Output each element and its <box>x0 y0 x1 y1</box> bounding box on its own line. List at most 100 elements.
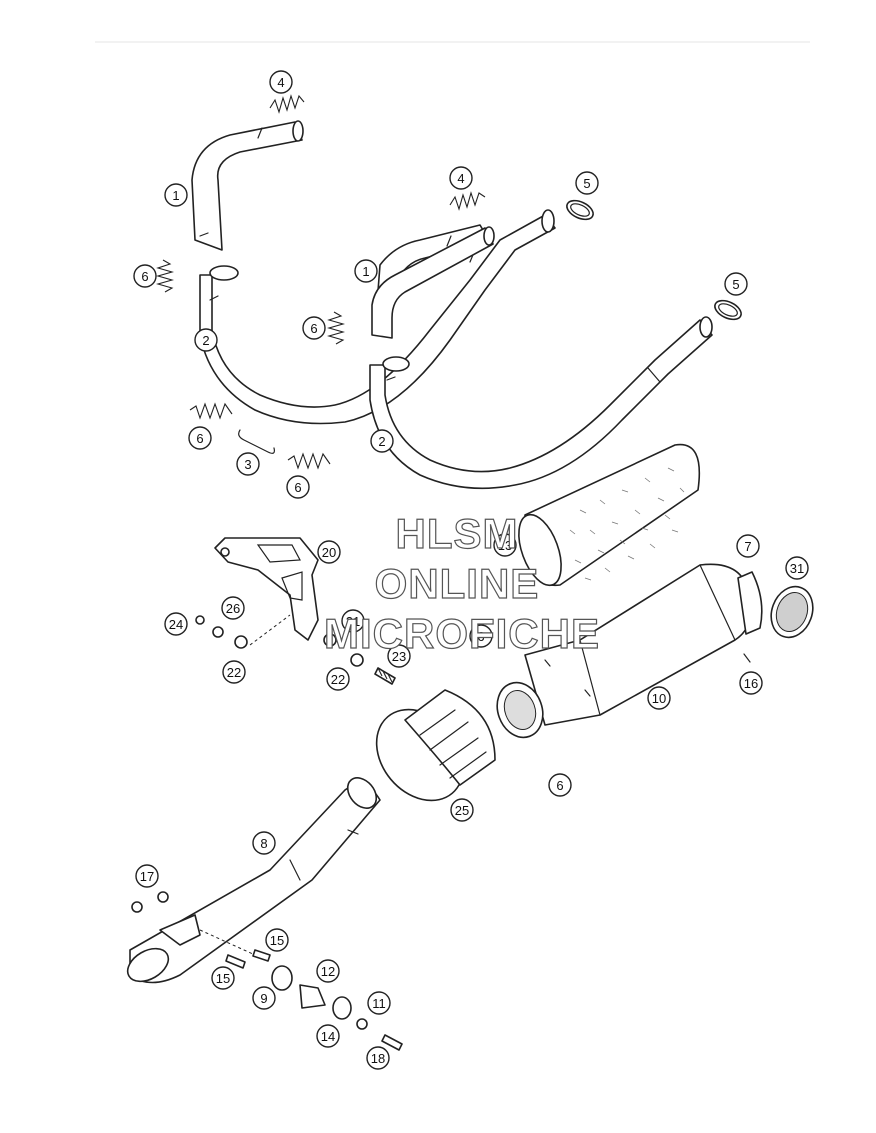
callout-6: 6 <box>302 316 326 340</box>
callout-circle <box>316 959 340 983</box>
callout-1: 1 <box>164 183 188 207</box>
clamp-5-top <box>566 199 594 221</box>
callout-circle <box>354 259 378 283</box>
callout-7: 7 <box>736 534 760 558</box>
callout-circle <box>326 667 350 691</box>
callout-label: 6 <box>294 480 301 495</box>
callout-circle <box>469 624 493 648</box>
callout-13: 13 <box>493 533 517 557</box>
callout-label: 4 <box>277 75 284 90</box>
callout-circle <box>236 452 260 476</box>
callout-label: 7 <box>744 539 751 554</box>
callout-circle <box>221 596 245 620</box>
callout-label: 11 <box>372 996 386 1011</box>
spring-6-center <box>326 311 346 345</box>
watermark-line-1: HLSM <box>396 510 519 557</box>
callout-circle <box>575 171 599 195</box>
callout-4: 4 <box>449 166 473 190</box>
silencer-packing-13 <box>518 443 701 587</box>
callout-24: 24 <box>164 612 188 636</box>
callout-label: 13 <box>498 538 512 553</box>
callout-circle <box>252 831 276 855</box>
callout-5: 5 <box>724 272 748 296</box>
callout-circle <box>739 671 763 695</box>
callout-label: 6 <box>477 629 484 644</box>
callout-6: 6 <box>469 624 493 648</box>
callout-circle <box>370 429 394 453</box>
callout-label: 5 <box>732 277 739 292</box>
callout-circle <box>164 183 188 207</box>
callout-6: 6 <box>188 426 212 450</box>
callout-6: 6 <box>133 264 157 288</box>
spring-6-lower-right <box>287 452 331 470</box>
callout-circle <box>265 928 289 952</box>
callout-circle <box>302 316 326 340</box>
header-pipe-1-left <box>191 120 304 251</box>
muffler-10 <box>496 563 763 739</box>
callout-label: 31 <box>790 561 804 576</box>
callout-circle <box>449 166 473 190</box>
callout-circle <box>548 773 572 797</box>
callout-4: 4 <box>269 70 293 94</box>
callout-6: 6 <box>286 475 310 499</box>
callout-5: 5 <box>575 171 599 195</box>
callout-16: 16 <box>739 671 763 695</box>
hook-3 <box>238 429 275 454</box>
callout-circle <box>387 644 411 668</box>
callout-14: 14 <box>316 1024 340 1048</box>
callout-circle <box>367 991 391 1015</box>
watermark: HLSM ONLINE MICROFICHE <box>323 509 600 657</box>
callout-31: 31 <box>785 556 809 580</box>
header-pipe-1-right <box>371 226 495 339</box>
callout-circle <box>724 272 748 296</box>
callout-circle <box>785 556 809 580</box>
callout-circle <box>222 660 246 684</box>
callout-2: 2 <box>194 328 218 352</box>
callout-label: 1 <box>172 188 179 203</box>
callout-8: 8 <box>252 831 276 855</box>
callout-18: 18 <box>366 1046 390 1070</box>
callout-label: 15 <box>270 933 284 948</box>
callout-label: 16 <box>744 676 758 691</box>
callout-22: 22 <box>326 667 350 691</box>
callout-circle <box>252 986 276 1010</box>
callout-label: 22 <box>331 672 345 687</box>
callout-15: 15 <box>211 966 235 990</box>
fasteners-20-group <box>195 614 396 685</box>
callout-circle <box>269 70 293 94</box>
callout-circle <box>647 686 671 710</box>
callout-label: 1 <box>362 264 369 279</box>
clamp-5-right <box>714 299 742 321</box>
bracket-20 <box>214 537 319 641</box>
callout-9: 9 <box>252 986 276 1010</box>
callout-label: 3 <box>244 457 251 472</box>
callout-circle <box>341 609 365 633</box>
down-pipe-2-right <box>369 316 713 490</box>
callout-label: 12 <box>321 964 335 979</box>
callout-15: 15 <box>265 928 289 952</box>
callout-3: 3 <box>236 452 260 476</box>
callout-label: 4 <box>457 171 464 186</box>
end-cap-31 <box>770 585 814 639</box>
heat-shield-25 <box>375 689 496 802</box>
callout-label: 17 <box>140 869 154 884</box>
callout-26: 26 <box>221 596 245 620</box>
callout-circle <box>133 264 157 288</box>
callout-circle <box>135 864 159 888</box>
callout-23: 23 <box>387 644 411 668</box>
callout-label: 6 <box>556 778 563 793</box>
callout-10: 10 <box>647 686 671 710</box>
watermark-line-3: MICROFICHE <box>324 610 600 657</box>
callout-label: 21 <box>346 614 360 629</box>
callout-label: 6 <box>310 321 317 336</box>
callout-circle <box>493 533 517 557</box>
callout-label: 6 <box>141 269 148 284</box>
callout-label: 6 <box>196 431 203 446</box>
callout-12: 12 <box>316 959 340 983</box>
callout-22: 22 <box>222 660 246 684</box>
callout-label: 18 <box>371 1051 385 1066</box>
callout-label: 2 <box>378 434 385 449</box>
callout-circle <box>188 426 212 450</box>
callout-label: 10 <box>652 691 666 706</box>
